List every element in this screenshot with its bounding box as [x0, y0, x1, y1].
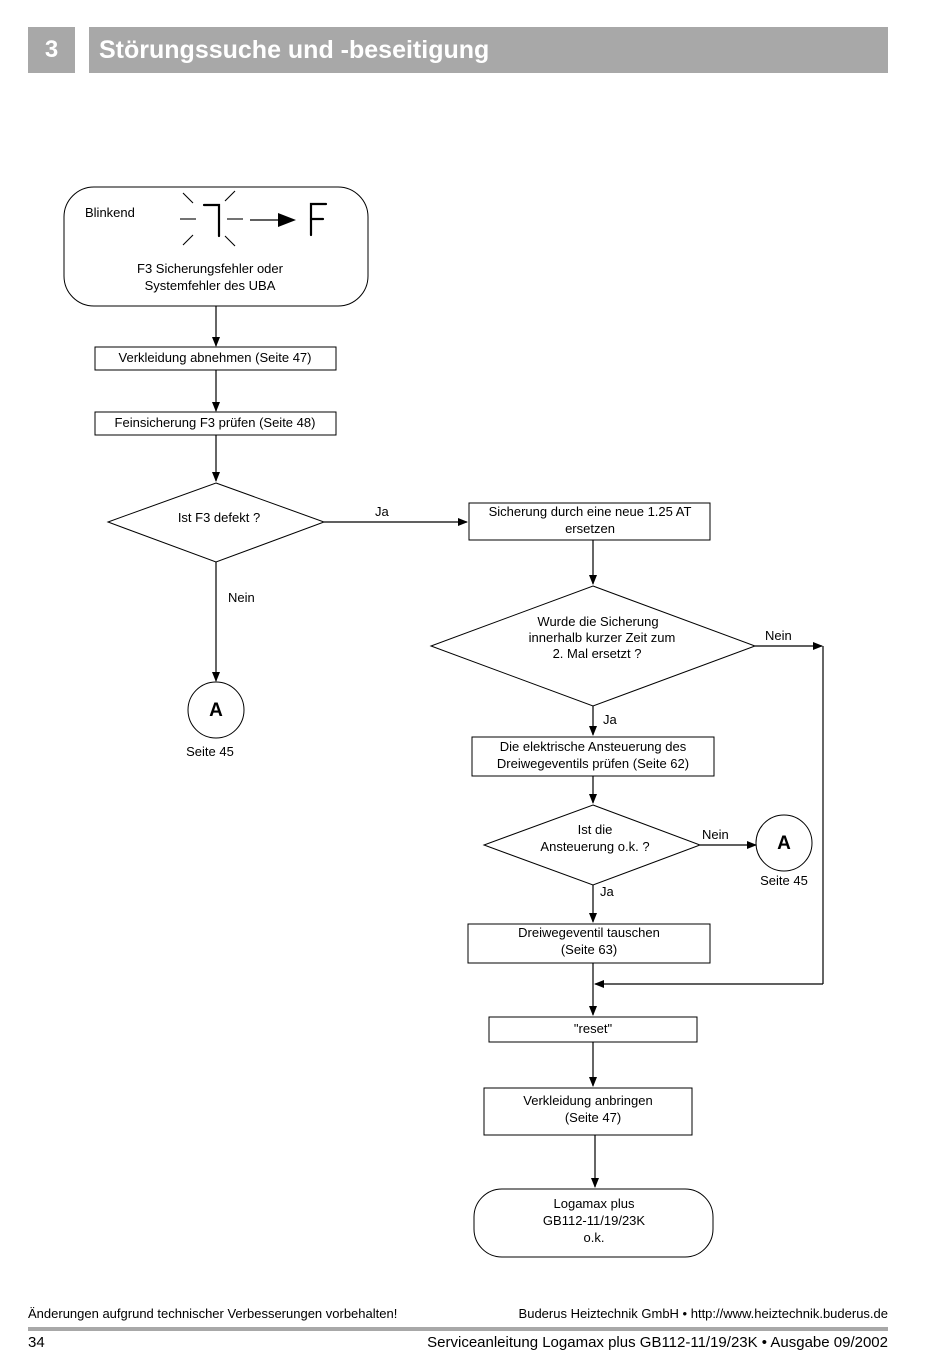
- start-line-1: F3 Sicherungsfehler oder: [137, 261, 284, 276]
- blink-rays-icon: [180, 190, 243, 247]
- svg-text:GB112-11/19/23K: GB112-11/19/23K: [543, 1213, 645, 1228]
- svg-text:A: A: [777, 833, 791, 854]
- blink-label: Blinkend: [85, 205, 135, 220]
- display-letter-f-icon: [309, 202, 328, 237]
- svg-text:Dreiwegeventils prüfen (Seite: Dreiwegeventils prüfen (Seite 62): [497, 756, 689, 771]
- svg-text:Seite 45: Seite 45: [186, 744, 234, 759]
- svg-text:Logamax plus: Logamax plus: [554, 1196, 635, 1211]
- svg-text:Ist die: Ist die: [578, 822, 613, 837]
- page-number: 34: [28, 1334, 45, 1351]
- step-reset: "reset": [488, 1016, 698, 1043]
- label-ja-replaced-twice: Ja: [603, 712, 618, 727]
- svg-text:Verkleidung abnehmen (Seite 47: Verkleidung abnehmen (Seite 47): [119, 350, 312, 365]
- svg-text:(Seite 63): (Seite 63): [561, 942, 617, 957]
- step-attach-cover: Verkleidung anbringen (Seite 47): [483, 1087, 693, 1136]
- step-remove-cover: Verkleidung abnehmen (Seite 47): [94, 346, 337, 371]
- chapter-title: Störungssuche und -beseitigung: [89, 27, 888, 73]
- decision-control-ok: Ist die Ansteuerung o.k. ?: [482, 804, 702, 886]
- footer-rule: [28, 1327, 888, 1331]
- svg-text:innerhalb kurzer Zeit zum: innerhalb kurzer Zeit zum: [529, 630, 676, 645]
- decision-replaced-twice: Wurde die Sicherung innerhalb kurzer Zei…: [429, 585, 757, 707]
- step-replace-fuse: Sicherung durch eine neue 1.25 AT ersetz…: [468, 502, 711, 541]
- label-nein-fuse-defect: Nein: [228, 590, 255, 605]
- step-check-fuse: Feinsicherung F3 prüfen (Seite 48): [94, 411, 337, 436]
- label-nein-control-ok: Nein: [702, 827, 729, 842]
- footer-company: Buderus Heiztechnik GmbH • http://www.he…: [518, 1306, 888, 1321]
- footer-note: Änderungen aufgrund technischer Verbesse…: [28, 1306, 398, 1321]
- svg-text:Ist F3 defekt ?: Ist F3 defekt ?: [178, 510, 260, 525]
- svg-text:Sicherung durch eine neue 1.25: Sicherung durch eine neue 1.25 AT: [489, 504, 692, 519]
- svg-text:ersetzen: ersetzen: [565, 521, 615, 536]
- svg-text:(Seite 47): (Seite 47): [565, 1110, 621, 1125]
- label-nein-replaced-twice: Nein: [765, 628, 792, 643]
- svg-text:"reset": "reset": [574, 1021, 613, 1036]
- display-digit-7-icon: [202, 203, 221, 238]
- chapter-number: 3: [28, 27, 75, 73]
- step-check-control: Die elektrische Ansteuerung des Dreiwege…: [471, 736, 715, 777]
- start-box: Blinkend F3 Sicherungsfehler oder System…: [63, 186, 369, 307]
- svg-text:o.k.: o.k.: [584, 1230, 605, 1245]
- svg-text:Verkleidung anbringen: Verkleidung anbringen: [523, 1093, 652, 1108]
- svg-text:2. Mal ersetzt ?: 2. Mal ersetzt ?: [553, 646, 642, 661]
- step-replace-valve: Dreiwegeventil tauschen (Seite 63): [467, 923, 711, 964]
- svg-text:Feinsicherung F3 prüfen (Seite: Feinsicherung F3 prüfen (Seite 48): [115, 415, 316, 430]
- svg-text:Ansteuerung o.k. ?: Ansteuerung o.k. ?: [540, 839, 649, 854]
- display-arrow-icon: [278, 213, 296, 227]
- connector-a-right: A Seite 45: [755, 814, 813, 888]
- svg-text:Wurde die Sicherung: Wurde die Sicherung: [537, 614, 658, 629]
- svg-text:Seite 45: Seite 45: [760, 873, 808, 888]
- label-ja-fuse-defect: Ja: [375, 504, 390, 519]
- svg-text:Dreiwegeventil tauschen: Dreiwegeventil tauschen: [518, 925, 660, 940]
- svg-text:Die elektrische Ansteuerung de: Die elektrische Ansteuerung des: [500, 739, 687, 754]
- label-ja-control-ok: Ja: [600, 884, 615, 899]
- document-title: Serviceanleitung Logamax plus GB112-11/1…: [427, 1334, 888, 1351]
- end-box: Logamax plus GB112-11/19/23K o.k.: [473, 1188, 714, 1258]
- decision-fuse-defect: Ist F3 defekt ?: [106, 482, 326, 563]
- connector-a-left: A Seite 45: [186, 681, 245, 759]
- start-line-2: Systemfehler des UBA: [145, 278, 276, 293]
- svg-text:A: A: [209, 700, 223, 721]
